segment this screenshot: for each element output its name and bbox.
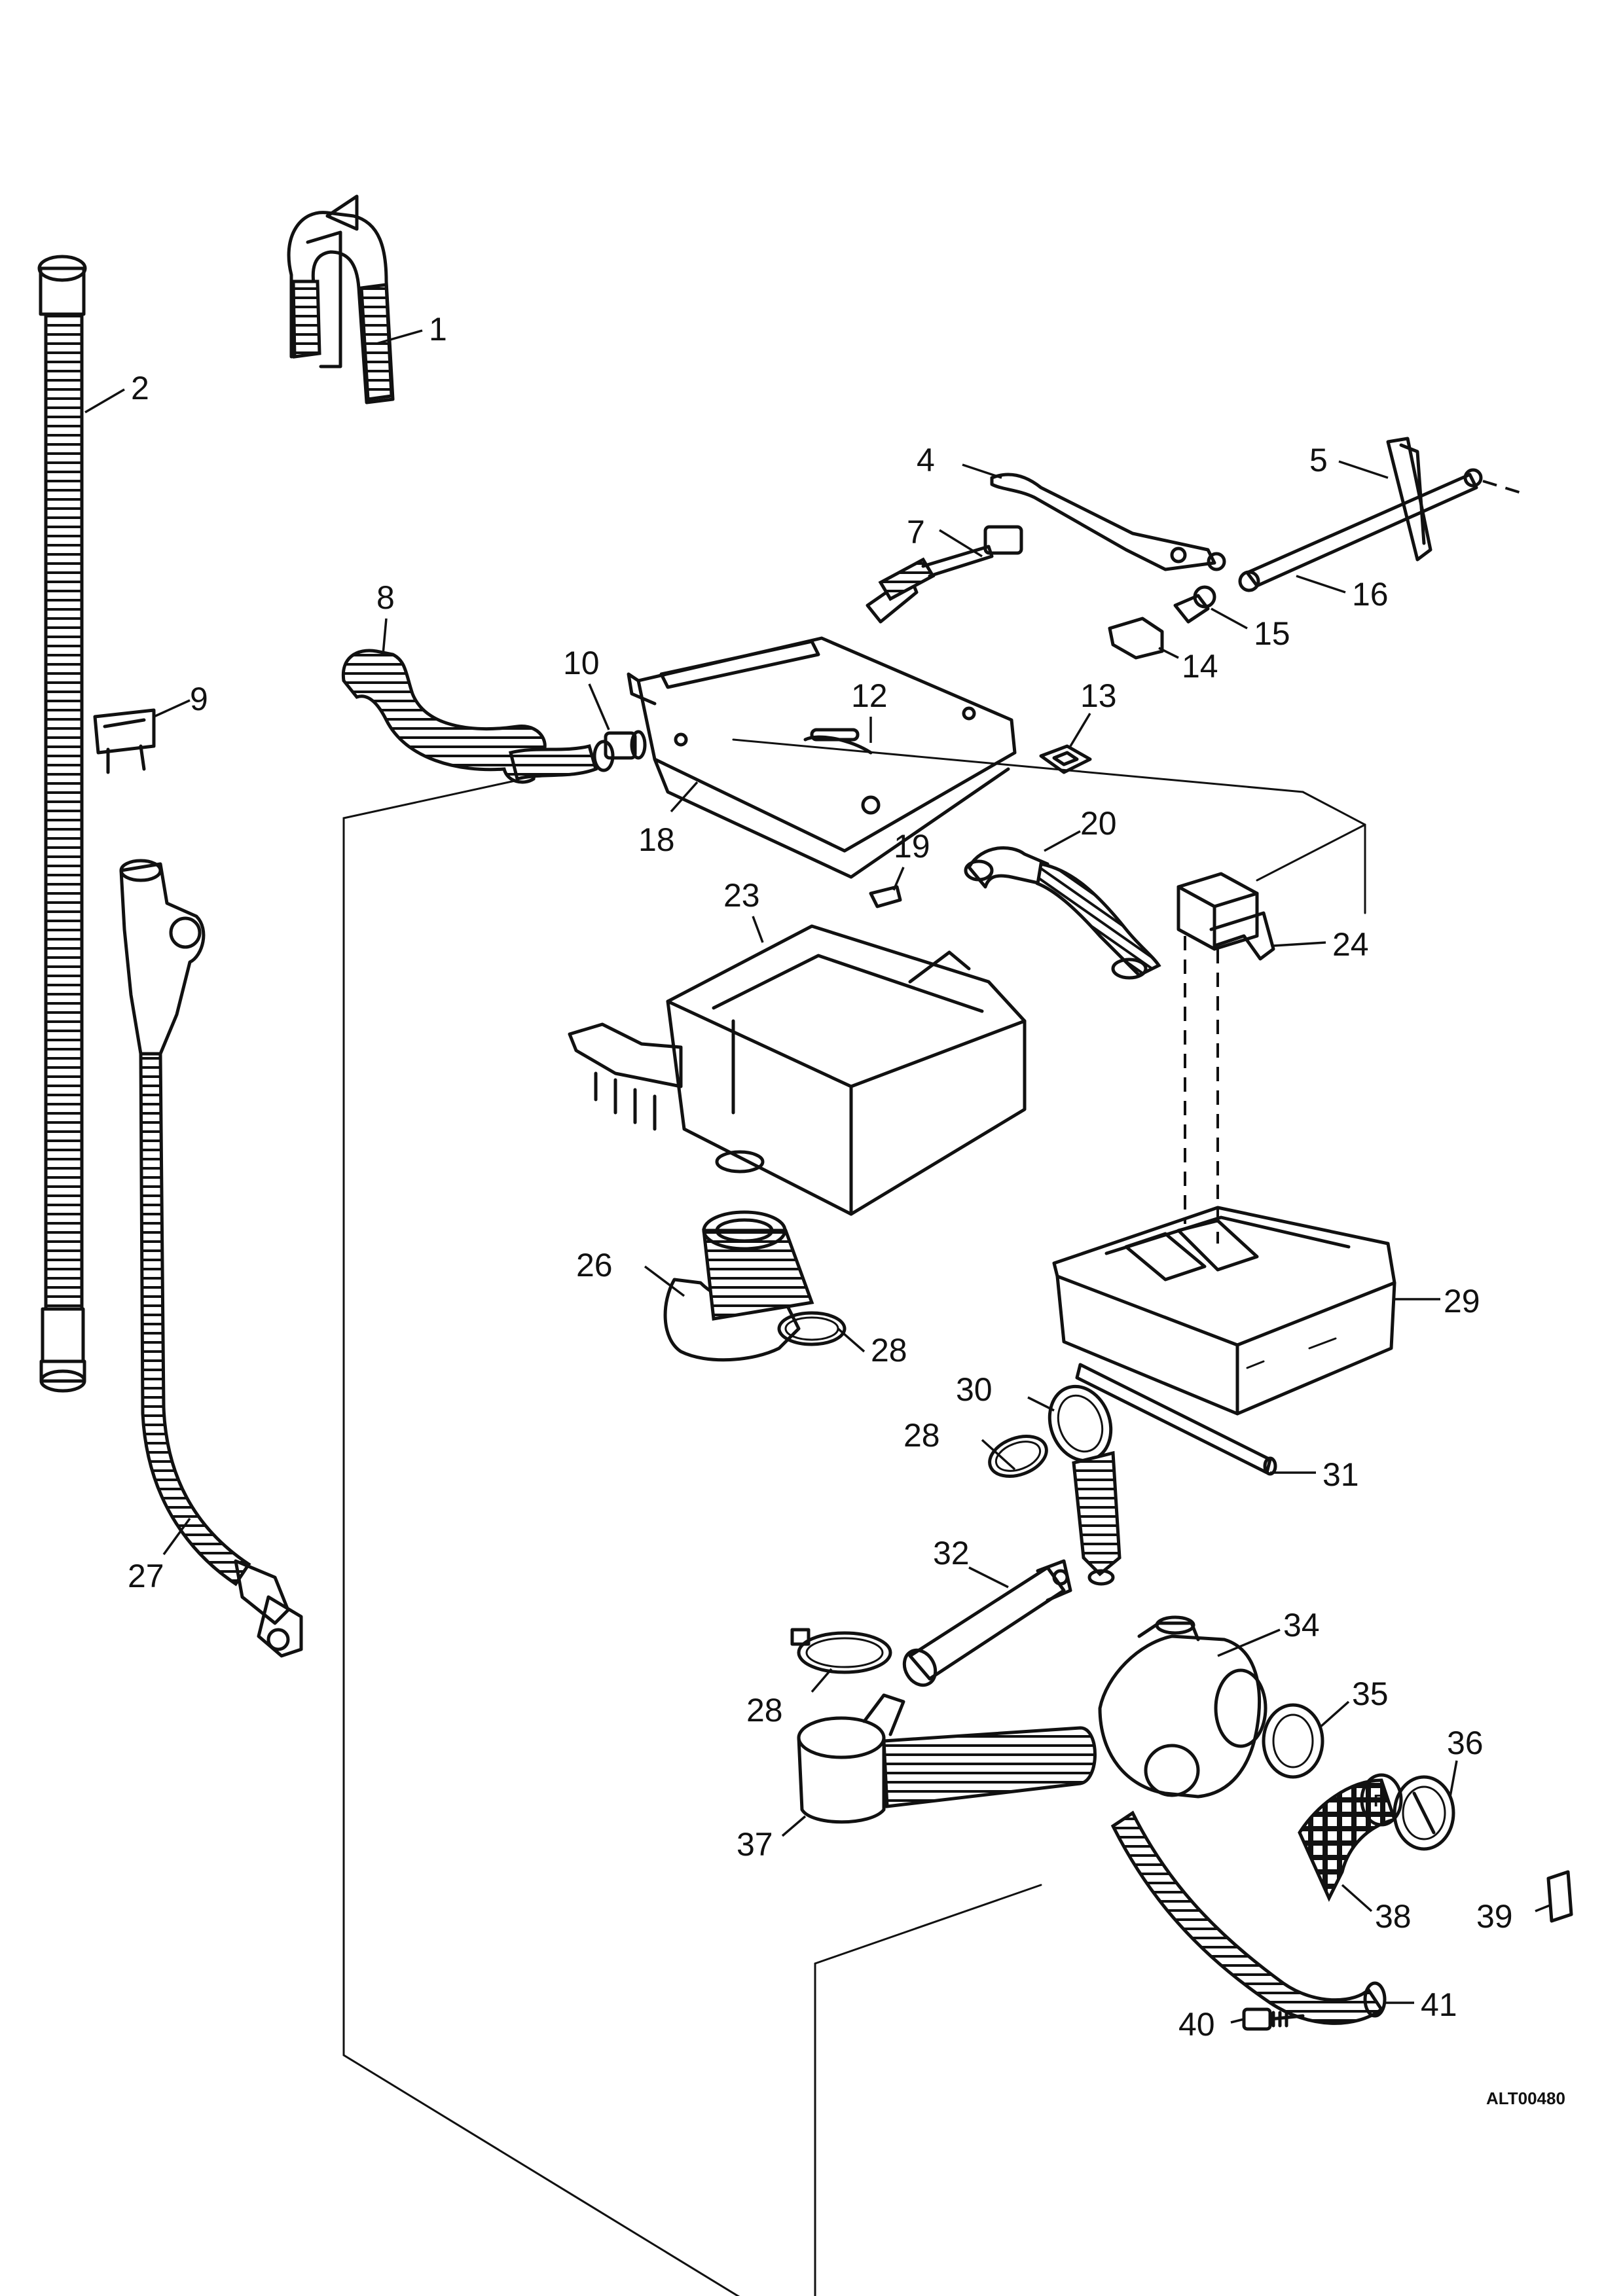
callout-9: 9 bbox=[190, 681, 208, 717]
svg-text:P: P bbox=[1374, 1791, 1385, 1810]
part-16-rod bbox=[1238, 473, 1478, 592]
diagram-code: ALT00480 bbox=[1486, 2089, 1565, 2108]
part-28-clamp-c bbox=[790, 1628, 892, 1674]
callout-19: 19 bbox=[894, 828, 930, 865]
callout-13: 13 bbox=[1080, 677, 1117, 714]
part-36-cap bbox=[1393, 1775, 1455, 1851]
callout-10: 10 bbox=[563, 645, 600, 681]
callout-37: 37 bbox=[737, 1826, 773, 1863]
callout-40: 40 bbox=[1178, 2006, 1215, 2043]
part-20-corrugated-hose bbox=[964, 846, 1161, 980]
part-38-filter: P bbox=[1298, 1773, 1403, 1902]
callout-28c: 28 bbox=[746, 1692, 783, 1729]
part-27-hose-with-valve bbox=[119, 859, 303, 1658]
cabinet-outline bbox=[342, 738, 1366, 2296]
part-41-drain-hose bbox=[1110, 1810, 1387, 2025]
part-35-seal bbox=[1262, 1703, 1324, 1779]
part-34-pump-housing bbox=[1098, 1615, 1267, 1799]
callout-30: 30 bbox=[956, 1371, 993, 1408]
callout-14: 14 bbox=[1182, 648, 1218, 685]
callout-7: 7 bbox=[907, 514, 925, 550]
part-39-clip bbox=[1546, 1870, 1573, 1923]
part-31-rod bbox=[1075, 1363, 1277, 1476]
part-28-clamp-b bbox=[988, 1435, 1048, 1478]
part-29-dispenser-drawer bbox=[1052, 1206, 1396, 1416]
callout-24: 24 bbox=[1332, 926, 1369, 963]
part-10-connector bbox=[604, 730, 647, 760]
part-1-hose-guide bbox=[287, 194, 395, 404]
callout-32: 32 bbox=[933, 1535, 970, 1571]
callout-23: 23 bbox=[723, 877, 760, 914]
callout-34: 34 bbox=[1283, 1607, 1320, 1643]
callout-leaders bbox=[84, 329, 1552, 2024]
part-32-pipe bbox=[902, 1559, 1072, 1687]
callout-18: 18 bbox=[638, 821, 675, 858]
part-9-clip bbox=[93, 708, 156, 774]
part-13-bracket bbox=[1039, 744, 1092, 774]
part-24-bracket bbox=[1176, 872, 1275, 1244]
part-14-bracket bbox=[1108, 617, 1164, 660]
callout-12: 12 bbox=[851, 677, 888, 714]
part-23-dispenser-housing bbox=[568, 924, 1027, 1216]
callout-29: 29 bbox=[1444, 1283, 1480, 1319]
callout-27: 27 bbox=[128, 1558, 164, 1594]
callout-20: 20 bbox=[1080, 805, 1117, 842]
callout-labels: 1 2 4 5 7 8 9 10 12 13 14 15 16 18 19 20… bbox=[128, 311, 1565, 2108]
callout-28b: 28 bbox=[903, 1417, 940, 1454]
callout-28a: 28 bbox=[871, 1332, 907, 1369]
part-5-bracket bbox=[1386, 437, 1526, 562]
part-8-hose bbox=[341, 649, 615, 784]
callout-38: 38 bbox=[1375, 1898, 1412, 1935]
callout-36: 36 bbox=[1447, 1725, 1484, 1761]
callout-1: 1 bbox=[429, 311, 447, 348]
part-15-plug bbox=[1173, 585, 1216, 624]
callout-8: 8 bbox=[376, 579, 395, 616]
callout-39: 39 bbox=[1476, 1898, 1513, 1935]
callout-16: 16 bbox=[1352, 576, 1389, 613]
part-18-mounting-plate bbox=[627, 636, 1017, 879]
callout-41: 41 bbox=[1421, 1986, 1457, 2023]
callout-5: 5 bbox=[1309, 442, 1328, 478]
part-26-bellows bbox=[663, 1210, 814, 1362]
callout-26: 26 bbox=[576, 1247, 613, 1283]
part-2-inlet-hose bbox=[37, 255, 87, 1393]
part-28-clamp-a bbox=[777, 1311, 847, 1346]
callout-31: 31 bbox=[1322, 1456, 1359, 1493]
callout-15: 15 bbox=[1254, 615, 1290, 652]
part-37-pump-inlet bbox=[797, 1693, 1097, 1824]
callout-4: 4 bbox=[917, 442, 935, 478]
part-30-hose bbox=[1048, 1384, 1122, 1586]
part-4-lever bbox=[990, 473, 1226, 571]
callout-2: 2 bbox=[131, 370, 149, 406]
part-7-lever-rod bbox=[866, 525, 1023, 624]
part-19-clip bbox=[869, 885, 902, 908]
callout-35: 35 bbox=[1352, 1676, 1389, 1712]
